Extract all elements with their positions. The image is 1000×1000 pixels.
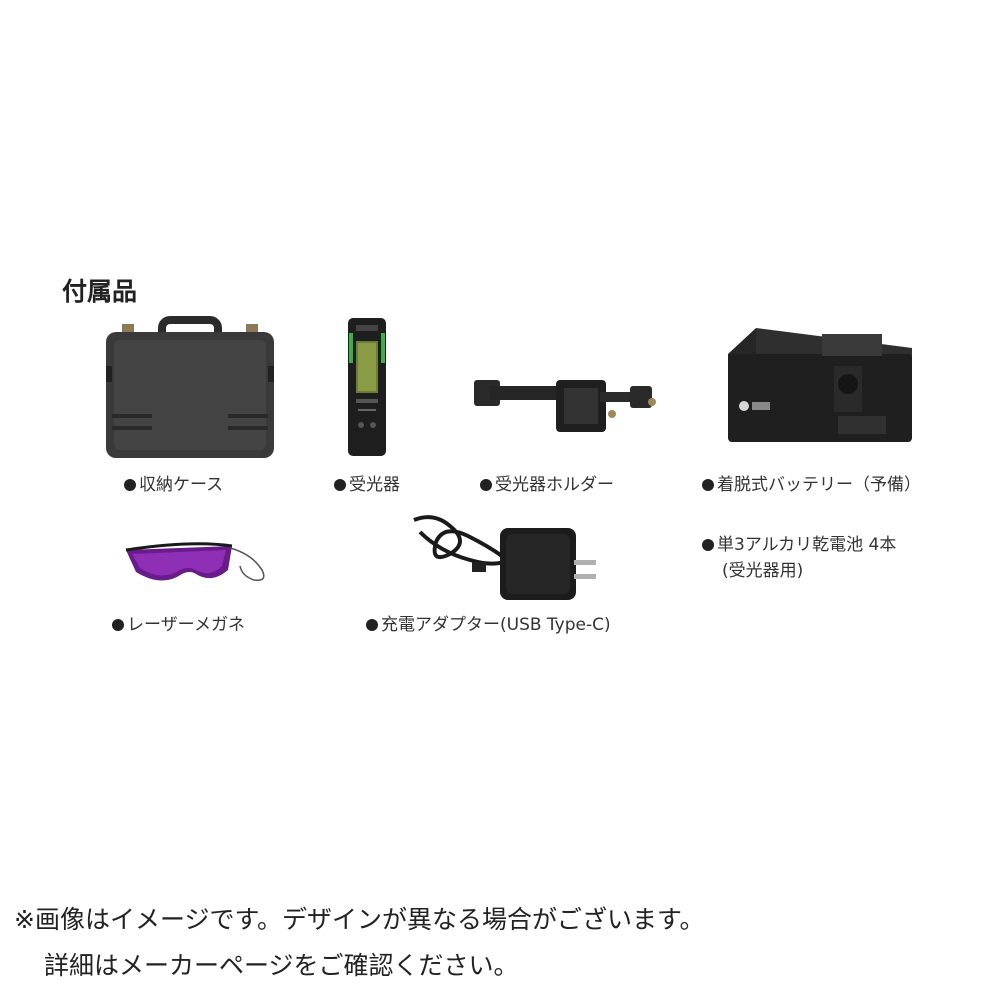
bullet-icon bbox=[112, 619, 124, 631]
bullet-icon bbox=[334, 479, 346, 491]
bullet-icon bbox=[366, 619, 378, 631]
item-label-aa-batteries: 単3アルカリ乾電池 4本 bbox=[702, 530, 896, 555]
note-line-2: 詳細はメーカーページをご確認ください。 bbox=[44, 951, 519, 980]
battery-icon bbox=[728, 328, 912, 442]
section-title: 付属品 bbox=[62, 277, 138, 306]
item-label-receiver: 受光器 bbox=[334, 470, 400, 495]
item-label-receiver-holder: 受光器ホルダー bbox=[480, 470, 614, 495]
bullet-icon bbox=[124, 479, 136, 491]
receiver-holder-icon bbox=[474, 380, 656, 432]
item-label-adapter: 充電アダプター(USB Type-C) bbox=[366, 610, 611, 635]
bullet-icon bbox=[702, 539, 714, 551]
carrying-case-icon bbox=[106, 316, 274, 458]
charging-adapter-icon bbox=[413, 515, 596, 600]
receiver-icon bbox=[348, 318, 386, 456]
bullet-icon bbox=[702, 479, 714, 491]
laser-glasses-icon bbox=[125, 542, 265, 582]
bullet-icon bbox=[480, 479, 492, 491]
item-label-case: 収納ケース bbox=[124, 470, 223, 495]
note-line-1: ※画像はイメージです。デザインが異なる場合がございます。 bbox=[14, 905, 705, 934]
item-label-aa-batteries-sub: (受光器用) bbox=[722, 561, 804, 581]
item-label-glasses: レーザーメガネ bbox=[112, 610, 245, 635]
item-label-battery: 着脱式バッテリー（予備） bbox=[702, 470, 921, 495]
